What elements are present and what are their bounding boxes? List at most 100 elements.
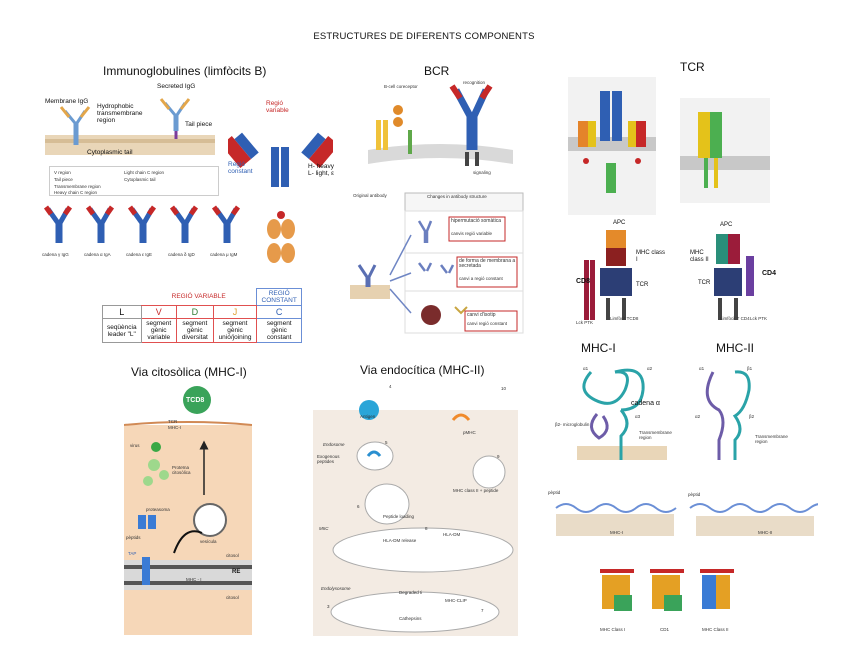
cd8-label: CD8 (576, 278, 591, 285)
cd4-mhc-ii-figure: APC MHC class II CD4 TCR Limfòcit T CD4 … (690, 220, 790, 325)
recognition-label: recognition (463, 80, 486, 85)
membrane-igg-figure: Membrane IgG Secreted IgG Hydrophobic tr… (45, 83, 215, 161)
virus-label: virus (130, 443, 140, 448)
cadena-alpha-label: cadena α (631, 400, 660, 407)
lck-label: Lck PTK (750, 316, 768, 321)
change-box-title: canvi d'isotip (467, 312, 496, 318)
table-header-variable: REGIÓ VARIABLE (141, 288, 257, 306)
tcr-label: TCR (168, 419, 178, 424)
ig-structure-figure: Regió variable Regió constant H- heavy L… (228, 95, 334, 200)
section-title-endocitica: Via endocítica (MHC-II) (360, 363, 485, 377)
beta2-label: β2 (749, 414, 755, 419)
cytoplasmic-tail-label: Cytoplasmic tail (87, 149, 133, 156)
alpha2-label: α2 (647, 366, 653, 371)
change-box-title: hipermutació somàtica (451, 218, 502, 224)
cytosolic-pathway-figure: TCD8 TCR MHC-I virus Proteïna citosòlica… (124, 385, 252, 635)
tap-label: TAP (128, 551, 137, 556)
isotype-label: cadena ε IgE (126, 252, 153, 257)
regio-variable-label: Regió variable (266, 100, 289, 114)
tcr-complex-figure (568, 77, 656, 215)
table-letter-d: D (175, 305, 214, 319)
regio-constant-label: Regió constant (228, 161, 253, 175)
section-title-tcr: TCR (680, 60, 705, 74)
membrane-igg-label: Membrane IgG (45, 98, 89, 105)
mhc-i-groove-label: MHC-I (610, 530, 623, 535)
bottom-label: CD1 (660, 627, 670, 632)
bottom-label: MHC Class II (702, 627, 729, 632)
endocytic-pathway-figure: Antigen Endosome Exogenous peptides MIIC… (313, 380, 518, 636)
apc-label: APC (613, 220, 626, 226)
peptids-label: pèptids (126, 535, 141, 540)
isotype-label: cadena μ IgM (210, 252, 238, 257)
alpha2-label: α2 (695, 414, 701, 419)
hla-dm-label: HLA-DM (443, 532, 461, 537)
alpha1-label: α1 (583, 366, 589, 371)
beta1-label: β1 (747, 366, 753, 371)
section-title-mhc1: MHC-I (581, 341, 616, 355)
miic-label: MIIC (319, 526, 329, 531)
alpha3-label: α3 (635, 414, 641, 419)
hla-dm-release-label: HLA-DM release (383, 538, 417, 543)
cd4-label: CD4 (762, 270, 777, 277)
cd8-mhc-i-figure: APC CD8 MHC class I TCR Limfòcit TCD8 Lc… (576, 220, 666, 325)
secreted-igg-label: Secreted IgG (157, 83, 196, 90)
table-desc: segment gènic variable (140, 318, 177, 343)
heavy-light-label: H- heavy L- light, ε (308, 163, 335, 177)
change-box-sub: canvis regió variable (451, 231, 493, 236)
tcd8-label: TCD8 (186, 397, 205, 404)
peptid-label: pèptid (688, 492, 701, 497)
step-number: 4 (389, 384, 392, 389)
antibody-changes-figure: Original antibody Changes in antibody st… (345, 185, 525, 335)
citosol-label: citosol (226, 553, 239, 558)
table-letter-l: L (102, 305, 142, 319)
bcell-coreceptor-label: B-cell coreceptor (384, 84, 418, 89)
mhc-i-structure-figure: α1 α2 cadena α α3 β2- microglobulin Tran… (555, 360, 685, 470)
ig-legend: V region Light chain C region Tail piece… (49, 166, 219, 196)
original-antibody-label: Original antibody (353, 193, 387, 198)
legend-item: Tail piece (54, 177, 73, 182)
peptide-loading-label: Peptide loading (383, 514, 415, 519)
exogenous-label: Exogenous peptides (317, 454, 340, 464)
step-number: 10 (501, 386, 507, 391)
mhc-class-ii-label: MHC class II (690, 250, 709, 263)
change-box-title: de forma de membrana a secretada (459, 258, 516, 269)
citosol2-label: citosol (226, 595, 239, 600)
mhc-cd1-comparison-figure: MHC Class I CD1 MHC Class II (592, 565, 752, 637)
b2m-label: β2- microglobulin (555, 422, 590, 427)
table-desc: seqüència leader "L" (102, 318, 142, 343)
step-number: 5 (385, 440, 388, 445)
table-letter-v: V (140, 305, 177, 319)
change-box-sub: canvi regió constant (467, 321, 508, 326)
isotype-label: cadena δ IgD (168, 252, 195, 257)
limfocit-cd4-label: Limfòcit T CD4 (720, 316, 750, 321)
legend-item: Transmembrane region (54, 184, 101, 189)
antigen-label: Antigen (360, 414, 376, 419)
isotype-label: cadena γ IgG (42, 252, 69, 257)
ig-isotypes-figure: cadena γ IgG cadena α IgA cadena ε IgE c… (42, 205, 252, 260)
section-title-citosolica: Via citosòlica (MHC-I) (131, 365, 247, 379)
page-title: ESTRUCTURES DE DIFERENTS COMPONENTS (313, 31, 535, 42)
section-title-mhc2: MHC-II (716, 341, 754, 355)
pmhc-label: pMHC (463, 430, 476, 435)
limfocit-cd8-label: Limfòcit TCD8 (610, 316, 639, 321)
proteasoma-label: proteasoma (146, 507, 170, 512)
table-header-constant: REGIÓ CONSTANT (256, 288, 302, 306)
legend-item: Light chain C region (124, 170, 165, 175)
hydrophobic-label: Hydrophobic transmembrane region (97, 103, 143, 124)
vesicula-label: vesícula (200, 539, 217, 544)
tcr-domains-figure (680, 98, 770, 203)
degraded-ii-label: Degraded Ii (399, 590, 423, 595)
table-letter-c: C (256, 305, 302, 319)
bcr-complex-figure: B-cell coreceptor recognition signaling (368, 80, 513, 180)
step-number: 6 (357, 504, 360, 509)
mhc-i-label: MHC-I (168, 425, 181, 430)
step-number: 7 (481, 608, 484, 613)
changes-label: Changes in antibody structure (427, 194, 487, 199)
endosome-label: Endosome (323, 442, 345, 447)
signaling-label: signaling (473, 170, 491, 175)
isotype-label: cadena α IgA (84, 252, 111, 257)
cathepsins-label: Cathepsins (399, 616, 422, 621)
mhc-ii-groove-figure: pèptid MHC-II (688, 492, 818, 542)
table-desc: segment gènic constant (256, 318, 302, 343)
